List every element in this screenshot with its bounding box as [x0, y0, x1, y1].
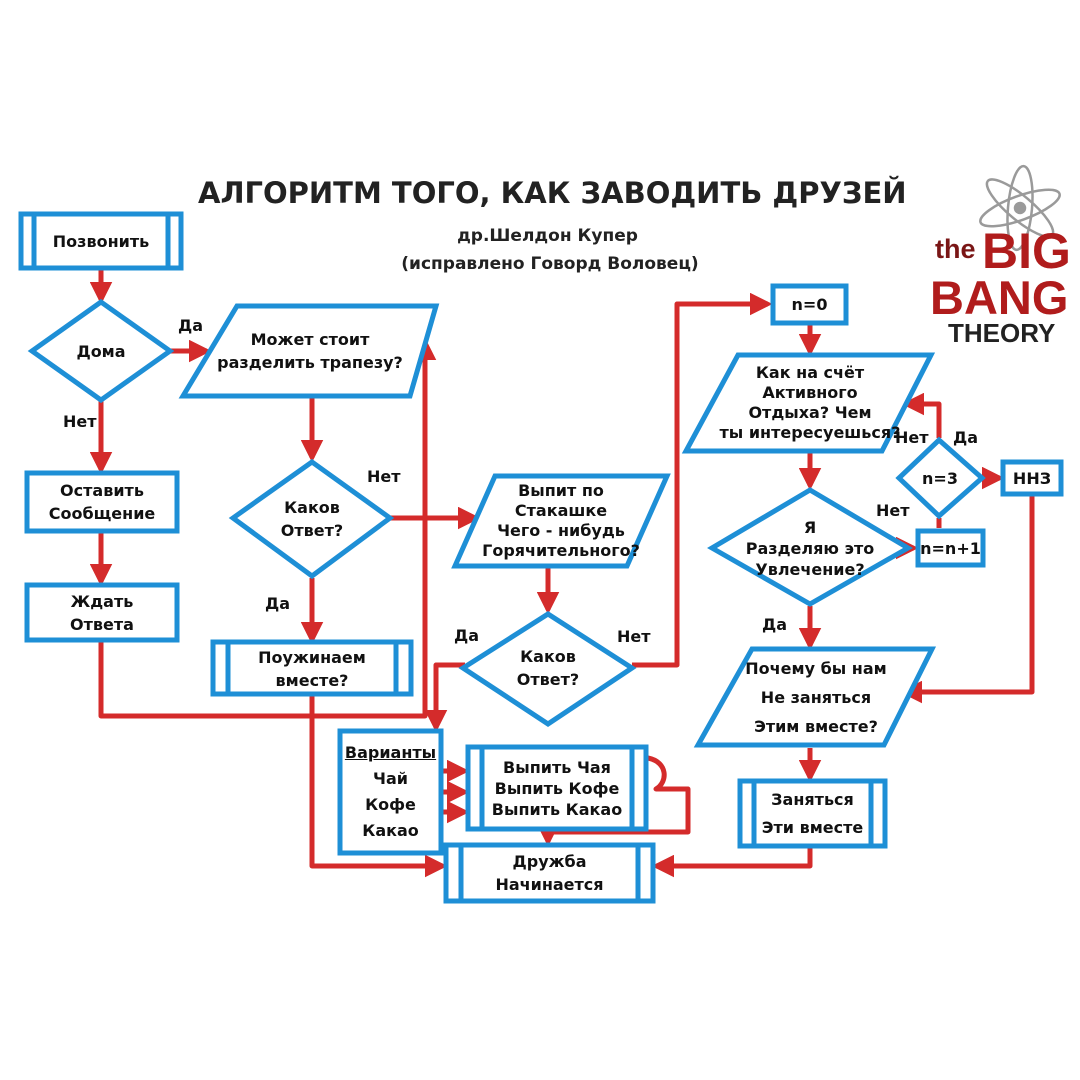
node-drinks-box [465, 744, 649, 832]
edge-label-answer1-no: Нет [367, 467, 401, 486]
connectors [89, 270, 1035, 878]
node-call-box [18, 211, 184, 271]
edge-label-answer2-yes: Да [454, 626, 480, 645]
edge-label-home-no: Нет [63, 412, 97, 431]
logo-theory: THEORY [948, 318, 1056, 348]
arrow-hnz-whynot [899, 494, 1035, 704]
node-sharemeal-parallelogram [178, 303, 440, 399]
arrow-dinner-friendship [309, 695, 448, 878]
edge-label-sharehobby-yes: Да [762, 615, 788, 634]
node-sharehobby-diamond [707, 487, 913, 607]
node-inc-box [915, 528, 986, 568]
edge-label-sharehobby-no: Нет [876, 501, 910, 520]
edge-label-n3-yes: Да [953, 428, 979, 447]
variant-coffee: Кофе [365, 795, 416, 814]
variants-title: Варианты [344, 743, 437, 762]
label-hnz: ННЗ [1012, 468, 1052, 488]
label-n0: n=0 [791, 295, 828, 314]
arrow-drinks-friendship [536, 755, 691, 847]
atom-icon [979, 164, 1061, 252]
node-leavemsg-box [24, 470, 180, 534]
variant-tea: Чай [373, 769, 408, 788]
arrow-wait-loop [98, 337, 437, 719]
node-answer1-diamond [228, 458, 395, 580]
logo-the: the [935, 234, 976, 264]
node-hobby-parallelogram [681, 352, 936, 454]
node-variants-box [337, 728, 444, 856]
arrow-n3-hobby [901, 392, 942, 438]
node-whynot-parallelogram [693, 646, 937, 748]
node-wait-box [24, 582, 180, 643]
node-answer2-diamond [458, 611, 637, 727]
logo-bang: BANG [930, 271, 1069, 324]
logo-big: BIG [982, 223, 1071, 279]
edge-label-answer2-no: Нет [617, 627, 651, 646]
edge-label-answer1-yes: Да [265, 594, 291, 613]
label-home: Дома [76, 341, 126, 361]
arrow-answer2-variants [424, 662, 465, 733]
edge-label-home-yes: Да [178, 316, 204, 335]
node-n3-diamond [895, 436, 986, 520]
node-hnz-box [1000, 459, 1064, 497]
label-call: Позвонить [52, 231, 150, 251]
arrow-dotogether-friendship [651, 848, 813, 878]
variant-cocoa: Какао [362, 821, 419, 840]
page-title: АЛГОРИТМ ТОГО, КАК ЗАВОДИТЬ ДРУЗЕЙ [198, 176, 907, 210]
label-inc: n=n+1 [920, 538, 981, 558]
edge-label-n3-no: Нет [895, 428, 929, 447]
node-dinner-box [210, 639, 414, 697]
node-home-diamond [27, 298, 175, 404]
node-hotdrink-parallelogram [451, 473, 671, 569]
label-variants: Варианты Чай Кофе Какао [340, 735, 441, 849]
node-friendship-box [443, 842, 656, 904]
node-shapes [18, 211, 1064, 904]
arrow-answer2-n0 [632, 292, 773, 668]
author-subtitle: др.Шелдон Купер [457, 226, 638, 246]
edited-subtitle: (исправлено Говорд Воловец) [401, 254, 699, 274]
node-dotogether-box [737, 778, 888, 849]
node-n0-box [770, 283, 849, 326]
label-n3: n=3 [922, 468, 958, 488]
